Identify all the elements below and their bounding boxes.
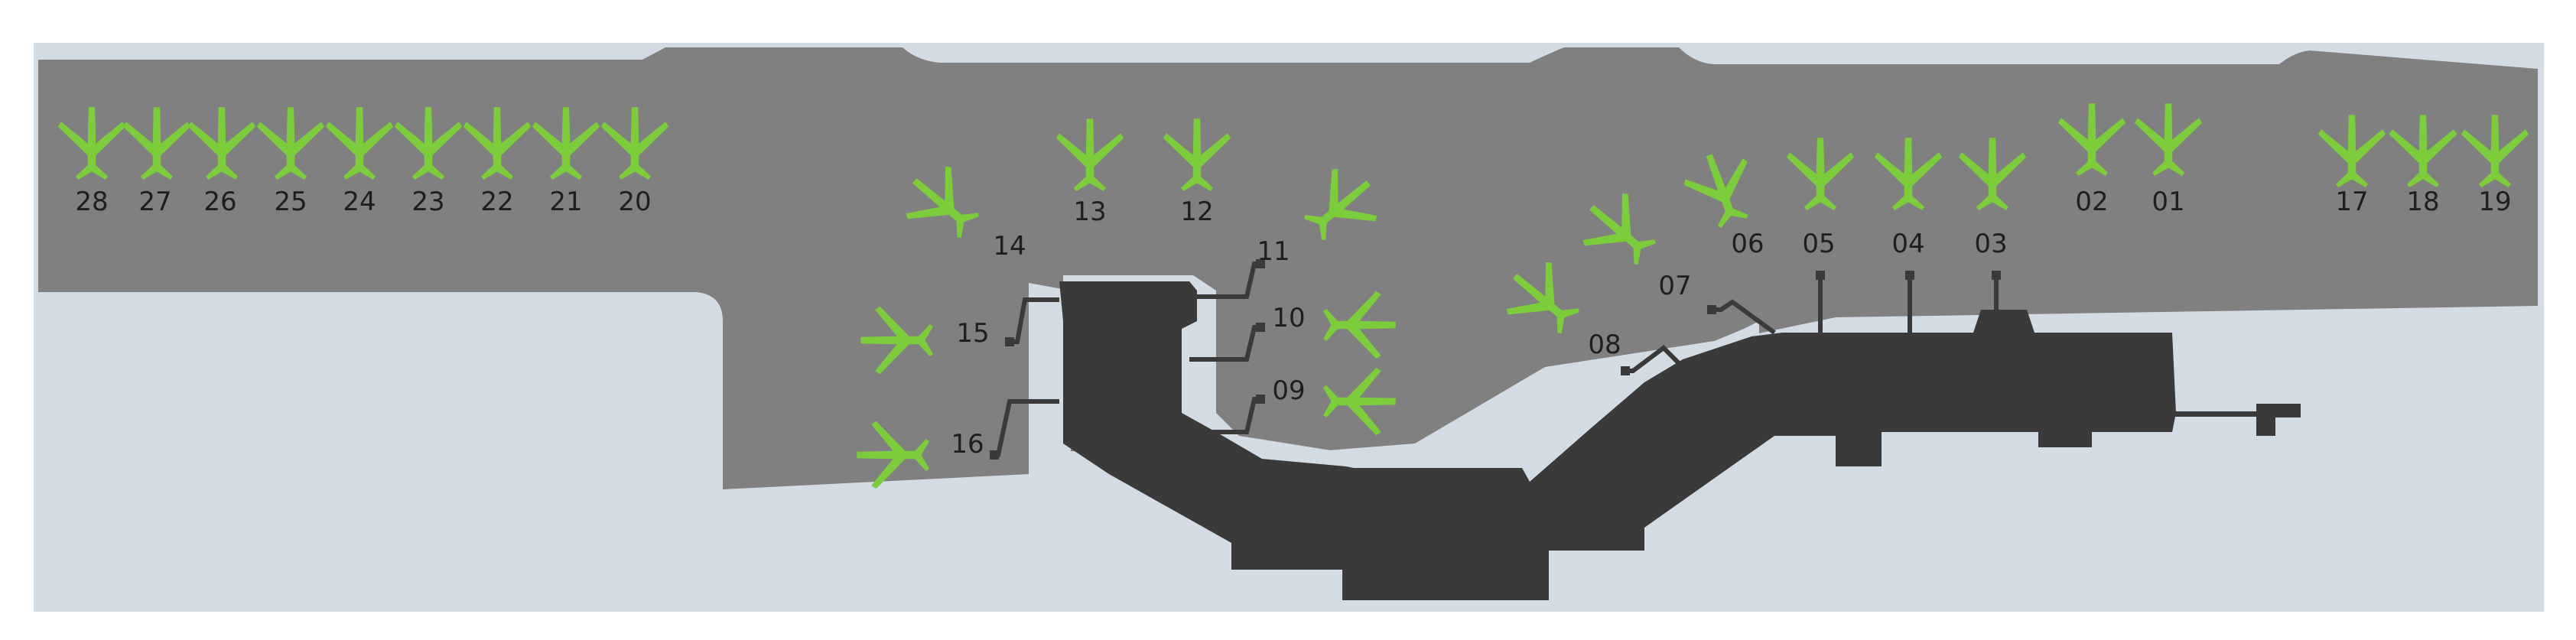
terminal-clearance — [1063, 275, 1759, 489]
stand-label-14: 14 — [993, 231, 1026, 262]
stand-label-21: 21 — [549, 187, 582, 217]
stand-label-26: 26 — [203, 187, 236, 217]
stand-label-04: 04 — [1891, 229, 1924, 259]
stand-16-marker — [990, 450, 999, 460]
terminal-building — [1059, 281, 2176, 600]
stand-10-marker — [1256, 323, 1265, 332]
stand-label-24: 24 — [343, 187, 376, 217]
stand-label-19: 19 — [2478, 187, 2511, 217]
apron-area — [38, 47, 2538, 489]
stand-label-18: 18 — [2406, 187, 2439, 217]
stand-label-20: 20 — [618, 187, 651, 217]
stand-label-03: 03 — [1974, 229, 2007, 259]
stand-03-marker — [1992, 271, 2001, 280]
stand-label-12: 12 — [1180, 197, 1213, 227]
terminal-connector-stub — [2256, 417, 2275, 436]
stand-07-marker — [1707, 305, 1716, 314]
stand-label-13: 13 — [1073, 197, 1106, 227]
stand-leaders — [990, 259, 2001, 460]
stand-labels-layer: 28 27 26 25 24 23 22 21 20 14 13 12 11 15 10 09 16 08 07 06… — [75, 187, 2511, 460]
stand-label-23: 23 — [411, 187, 444, 217]
stand-label-27: 27 — [138, 187, 171, 217]
stand-09-marker — [1256, 395, 1265, 404]
stand-label-22: 22 — [480, 187, 513, 217]
stand-label-16: 16 — [951, 429, 984, 460]
stand-label-11: 11 — [1257, 236, 1290, 267]
stand-label-17: 17 — [2335, 187, 2368, 217]
stand-05-marker — [1816, 271, 1825, 280]
stand-15-marker — [1005, 337, 1014, 346]
stand-label-15: 15 — [956, 318, 989, 349]
stand-label-05: 05 — [1802, 229, 1835, 259]
stand-label-25: 25 — [274, 187, 307, 217]
terminal-connector — [2172, 411, 2272, 417]
stand-label-06: 06 — [1731, 229, 1764, 259]
stand-label-07: 07 — [1658, 271, 1691, 301]
stand-label-10: 10 — [1272, 303, 1305, 333]
stand-04-marker — [1905, 271, 1914, 280]
stand-08-marker — [1621, 366, 1630, 375]
terminal-connector-end — [2256, 404, 2301, 417]
stand-11-marker — [1256, 259, 1265, 268]
stand-label-09: 09 — [1272, 375, 1305, 406]
stand-label-28: 28 — [75, 187, 108, 217]
stand-label-08: 08 — [1588, 330, 1621, 360]
stand-label-01: 01 — [2152, 187, 2184, 217]
stand-label-02: 02 — [2075, 187, 2108, 217]
